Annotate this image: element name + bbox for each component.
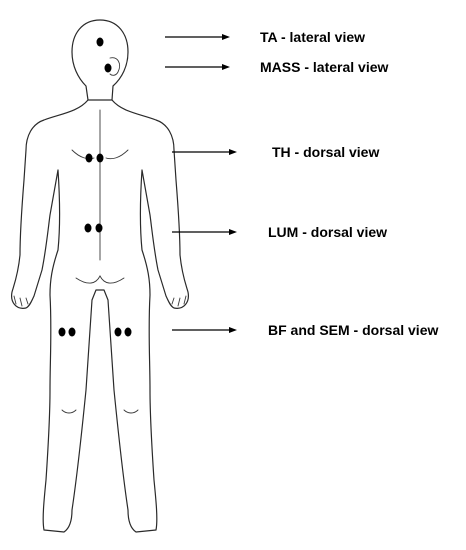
arrow-bf-sem bbox=[172, 327, 237, 333]
electrode-bf-2 bbox=[68, 327, 76, 337]
hand-right bbox=[171, 295, 187, 307]
label-ta: TA - lateral view bbox=[260, 29, 366, 45]
arrows bbox=[165, 34, 237, 333]
arrow-lum bbox=[172, 229, 237, 235]
electrode-sem-1 bbox=[114, 327, 122, 337]
gluteal-line bbox=[75, 274, 125, 284]
electrode-lum-left bbox=[84, 223, 92, 233]
arrow-mass bbox=[165, 64, 230, 70]
label-mass: MASS - lateral view bbox=[260, 59, 389, 75]
body bbox=[11, 99, 189, 533]
electrodes bbox=[58, 37, 132, 337]
hand-left bbox=[13, 295, 29, 307]
electrode-sem-2 bbox=[124, 327, 132, 337]
knee-right bbox=[123, 409, 139, 414]
knee-left bbox=[61, 409, 77, 414]
arrow-ta bbox=[165, 34, 230, 40]
electrode-mass bbox=[104, 63, 112, 73]
body-silhouette bbox=[11, 19, 189, 533]
label-th: TH - dorsal view bbox=[272, 144, 380, 160]
ear bbox=[109, 57, 121, 76]
arrow-th bbox=[172, 149, 237, 155]
label-lum: LUM - dorsal view bbox=[268, 224, 388, 240]
electrode-lum-right bbox=[95, 223, 103, 233]
label-bf-sem: BF and SEM - dorsal view bbox=[268, 322, 439, 338]
shoulder-blade-right bbox=[105, 149, 129, 160]
electrode-bf-1 bbox=[58, 327, 66, 337]
electrode-th-left bbox=[85, 153, 93, 163]
electrode-th-right bbox=[96, 153, 104, 163]
electrode-ta bbox=[96, 37, 104, 47]
head bbox=[71, 19, 129, 104]
